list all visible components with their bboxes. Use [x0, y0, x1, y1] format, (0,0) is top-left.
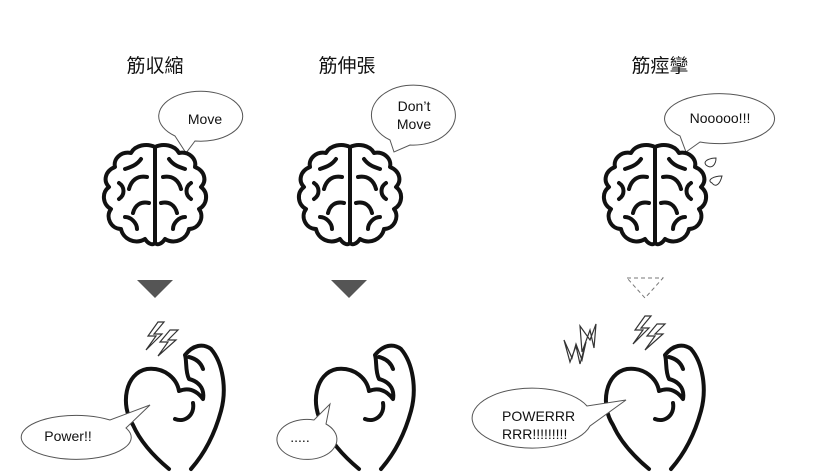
column-stretch: 筋伸張 Don’t Move .....: [276, 55, 456, 471]
bubble-text: .....: [290, 429, 309, 445]
brain-icon: [601, 143, 709, 247]
bubble-text: Don’t: [398, 98, 431, 114]
brain-icon: [101, 143, 209, 247]
sweat-drops-icon: [704, 157, 723, 186]
bubble-text: Nooooo!!!: [690, 110, 751, 126]
column-contraction: 筋収縮 Move Power!!: [20, 55, 244, 471]
lightning-icon: [632, 315, 666, 351]
down-arrow-icon: [331, 280, 367, 298]
down-arrow-dashed-icon: [625, 277, 665, 299]
brain-icon: [296, 143, 404, 247]
column-title: 筋収縮: [126, 55, 183, 77]
column-title: 筋伸張: [318, 55, 375, 77]
brain-speech-bubble: Nooooo!!!: [664, 93, 775, 153]
brain-speech-bubble: Don’t Move: [370, 84, 456, 153]
arm-speech-bubble: Power!!: [20, 404, 151, 460]
column-title: 筋痙攣: [631, 55, 688, 77]
bubble-text: Move: [188, 111, 222, 127]
column-cramp: 筋痙攣 Nooooo!!! POWERRR RRR!!!!!!!!!: [471, 55, 775, 471]
flexed-arm-icon: [123, 343, 226, 471]
arm-speech-bubble: .....: [276, 402, 338, 460]
bubble-text: RRR!!!!!!!!!: [502, 426, 567, 442]
flexed-arm-icon: [603, 343, 706, 471]
down-arrow-icon: [137, 280, 173, 298]
arm-speech-bubble: POWERRR RRR!!!!!!!!!: [471, 387, 627, 449]
brain-speech-bubble: Move: [158, 90, 244, 154]
bubble-text: Power!!: [44, 428, 91, 444]
lightning-icon: [563, 323, 597, 365]
bubble-text: POWERRR: [502, 408, 575, 424]
bubble-text: Move: [397, 116, 431, 132]
lightning-icon: [145, 321, 179, 357]
